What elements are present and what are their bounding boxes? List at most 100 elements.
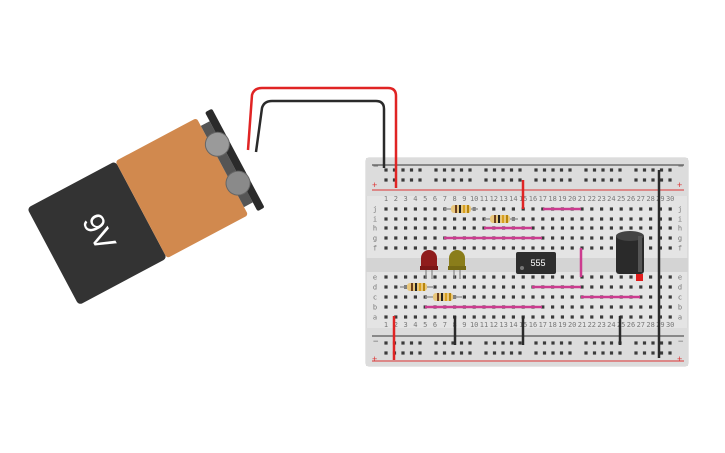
breadboard-hole[interactable] (658, 295, 662, 299)
breadboard-hole[interactable] (609, 178, 614, 182)
breadboard-hole[interactable] (629, 305, 633, 309)
breadboard-hole[interactable] (658, 246, 662, 250)
breadboard-hole[interactable] (600, 217, 604, 221)
breadboard-hole[interactable] (443, 246, 447, 250)
breadboard-hole[interactable] (462, 295, 466, 299)
breadboard-hole[interactable] (511, 315, 515, 319)
breadboard-hole[interactable] (409, 178, 414, 182)
breadboard-hole[interactable] (668, 246, 672, 250)
breadboard-hole[interactable] (423, 315, 427, 319)
breadboard-hole[interactable] (600, 275, 604, 279)
battery-red-wire[interactable] (246, 86, 398, 178)
breadboard-hole[interactable] (472, 315, 476, 319)
breadboard-hole[interactable] (413, 246, 417, 250)
breadboard-hole[interactable] (521, 285, 525, 289)
breadboard-hole[interactable] (668, 305, 672, 309)
breadboard-hole[interactable] (404, 236, 408, 240)
breadboard-hole[interactable] (609, 236, 613, 240)
breadboard-hole[interactable] (570, 275, 574, 279)
breadboard-hole[interactable] (462, 285, 466, 289)
breadboard-hole[interactable] (570, 315, 574, 319)
breadboard-hole[interactable] (482, 285, 486, 289)
breadboard-hole[interactable] (453, 217, 457, 221)
breadboard-hole[interactable] (551, 246, 555, 250)
breadboard-hole[interactable] (521, 295, 525, 299)
breadboard-hole[interactable] (629, 285, 633, 289)
breadboard-hole[interactable] (560, 275, 564, 279)
breadboard-hole[interactable] (482, 275, 486, 279)
breadboard-hole[interactable] (639, 285, 643, 289)
breadboard-hole[interactable] (511, 295, 515, 299)
breadboard-hole[interactable] (584, 168, 588, 172)
breadboard-hole[interactable] (551, 351, 555, 355)
breadboard-hole[interactable] (584, 341, 588, 345)
breadboard-hole[interactable] (618, 178, 622, 182)
breadboard-hole[interactable] (634, 168, 638, 172)
breadboard-hole[interactable] (531, 315, 535, 319)
breadboard-hole[interactable] (459, 341, 464, 345)
breadboard-hole[interactable] (418, 168, 422, 172)
breadboard-hole[interactable] (551, 341, 555, 345)
breadboard-hole[interactable] (668, 226, 672, 230)
breadboard-hole[interactable] (639, 207, 643, 211)
breadboard-hole[interactable] (570, 246, 574, 250)
breadboard-hole[interactable] (521, 246, 525, 250)
breadboard-hole[interactable] (482, 315, 486, 319)
breadboard-hole[interactable] (384, 168, 388, 172)
breadboard-hole[interactable] (518, 351, 522, 355)
breadboard-hole[interactable] (658, 315, 662, 319)
breadboard-hole[interactable] (651, 168, 655, 172)
breadboard-hole[interactable] (541, 305, 545, 309)
breadboard-hole[interactable] (394, 315, 398, 319)
breadboard-hole[interactable] (394, 275, 398, 279)
breadboard-hole[interactable] (590, 285, 594, 289)
breadboard-hole[interactable] (658, 285, 662, 289)
breadboard-hole[interactable] (658, 226, 662, 230)
breadboard-hole[interactable] (619, 217, 623, 221)
breadboard-hole[interactable] (492, 275, 496, 279)
breadboard-hole[interactable] (658, 305, 662, 309)
breadboard-hole[interactable] (559, 341, 564, 345)
breadboard-hole[interactable] (394, 285, 398, 289)
breadboard-hole[interactable] (659, 178, 664, 182)
breadboard-hole[interactable] (534, 168, 538, 172)
breadboard-hole[interactable] (560, 315, 564, 319)
resistor-1[interactable] (444, 205, 478, 213)
breadboard-hole[interactable] (484, 341, 488, 345)
breadboard-hole[interactable] (592, 178, 597, 182)
breadboard-hole[interactable] (629, 315, 633, 319)
breadboard-hole[interactable] (472, 226, 476, 230)
breadboard-hole[interactable] (413, 217, 417, 221)
breadboard-hole[interactable] (413, 305, 417, 309)
breadboard-hole[interactable] (600, 226, 604, 230)
breadboard-hole[interactable] (649, 285, 653, 289)
breadboard-hole[interactable] (629, 226, 633, 230)
breadboard-hole[interactable] (404, 275, 408, 279)
breadboard-hole[interactable] (649, 295, 653, 299)
breadboard-hole[interactable] (462, 226, 466, 230)
breadboard-hole[interactable] (443, 275, 447, 279)
breadboard-hole[interactable] (413, 226, 417, 230)
breadboard-hole[interactable] (468, 168, 472, 172)
breadboard-hole[interactable] (629, 217, 633, 221)
breadboard-hole[interactable] (502, 275, 506, 279)
breadboard-hole[interactable] (609, 341, 614, 345)
breadboard-hole[interactable] (462, 246, 466, 250)
breadboard-hole[interactable] (531, 246, 535, 250)
breadboard-hole[interactable] (509, 168, 514, 172)
breadboard-hole[interactable] (668, 236, 672, 240)
breadboard-hole[interactable] (609, 305, 613, 309)
breadboard-hole[interactable] (442, 168, 447, 172)
breadboard-hole[interactable] (492, 295, 496, 299)
breadboard-hole[interactable] (609, 246, 613, 250)
breadboard-hole[interactable] (443, 315, 447, 319)
breadboard-hole[interactable] (560, 236, 564, 240)
breadboard-hole[interactable] (601, 351, 605, 355)
breadboard-hole[interactable] (551, 217, 555, 221)
breadboard-hole[interactable] (590, 246, 594, 250)
jumper-wires[interactable] (392, 170, 661, 360)
breadboard-hole[interactable] (404, 217, 408, 221)
battery-9v[interactable]: 9V (27, 109, 265, 306)
breadboard-hole[interactable] (541, 236, 545, 240)
breadboard-hole[interactable] (560, 226, 564, 230)
